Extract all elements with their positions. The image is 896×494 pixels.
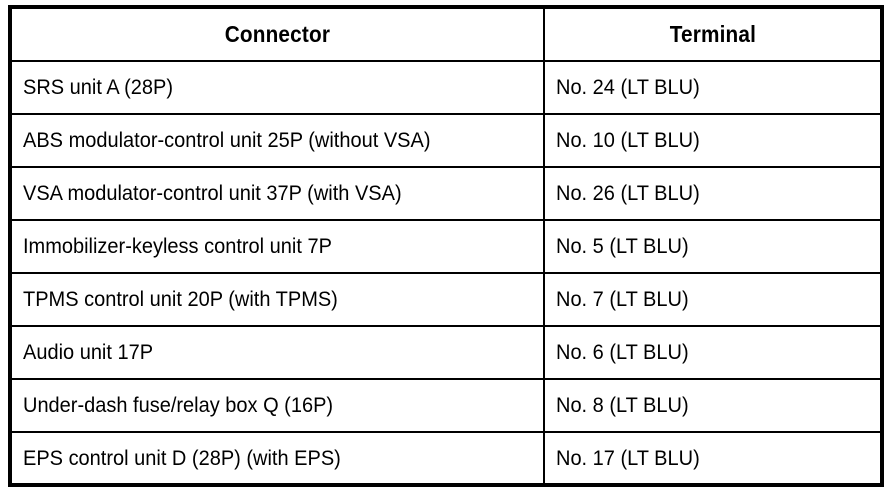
cell-terminal: No. 17 (LT BLU) xyxy=(543,431,883,486)
cell-terminal-text: No. 6 (LT BLU) xyxy=(556,340,689,364)
column-header-terminal: Terminal xyxy=(548,6,878,62)
column-header-connector-label: Connector xyxy=(224,21,331,47)
cell-connector: SRS unit A (28P) xyxy=(9,60,545,115)
table-body: SRS unit A (28P) No. 24 (LT BLU) ABS mod… xyxy=(9,60,883,486)
cell-connector: ABS modulator-control unit 25P (without … xyxy=(9,113,545,168)
cell-connector: Under-dash fuse/relay box Q (16P) xyxy=(9,378,545,433)
cell-terminal-text: No. 26 (LT BLU) xyxy=(556,181,700,205)
connector-terminal-table: Connector Terminal SRS unit A (28P) No. … xyxy=(8,5,884,487)
cell-terminal: No. 24 (LT BLU) xyxy=(543,60,883,115)
cell-terminal: No. 26 (LT BLU) xyxy=(543,166,883,221)
cell-terminal-text: No. 24 (LT BLU) xyxy=(556,75,700,99)
column-header-connector: Connector xyxy=(17,6,537,62)
cell-connector-text: ABS modulator-control unit 25P (without … xyxy=(23,128,431,152)
table-row: TPMS control unit 20P (with TPMS) No. 7 … xyxy=(9,272,883,327)
cell-connector-text: EPS control unit D (28P) (with EPS) xyxy=(23,445,341,470)
cell-terminal: No. 6 (LT BLU) xyxy=(543,325,883,380)
cell-terminal: No. 10 (LT BLU) xyxy=(543,113,883,168)
table-header: Connector Terminal xyxy=(10,6,882,62)
cell-terminal-text: No. 17 (LT BLU) xyxy=(556,445,700,470)
cell-connector-text: Audio unit 17P xyxy=(23,340,154,364)
connector-terminal-table-container: Connector Terminal SRS unit A (28P) No. … xyxy=(8,5,884,487)
cell-connector-text: TPMS control unit 20P (with TPMS) xyxy=(23,287,338,311)
cell-connector-text: VSA modulator-control unit 37P (with VSA… xyxy=(23,181,402,205)
cell-terminal: No. 8 (LT BLU) xyxy=(543,378,883,433)
table-row: VSA modulator-control unit 37P (with VSA… xyxy=(9,166,883,221)
cell-terminal-text: No. 10 (LT BLU) xyxy=(556,128,700,152)
table-row: ABS modulator-control unit 25P (without … xyxy=(9,113,883,168)
cell-terminal: No. 7 (LT BLU) xyxy=(543,272,883,327)
cell-connector: Audio unit 17P xyxy=(9,325,545,380)
table-row: SRS unit A (28P) No. 24 (LT BLU) xyxy=(9,60,883,115)
cell-connector-text: Immobilizer-keyless control unit 7P xyxy=(23,234,332,258)
table-row: Under-dash fuse/relay box Q (16P) No. 8 … xyxy=(9,378,883,433)
column-header-terminal-label: Terminal xyxy=(669,21,756,47)
cell-terminal-text: No. 5 (LT BLU) xyxy=(556,234,689,258)
cell-terminal: No. 5 (LT BLU) xyxy=(543,219,883,274)
table-row: EPS control unit D (28P) (with EPS) No. … xyxy=(9,431,883,486)
cell-connector-text: Under-dash fuse/relay box Q (16P) xyxy=(23,393,334,417)
table-header-row: Connector Terminal xyxy=(10,6,882,62)
table-row: Audio unit 17P No. 6 (LT BLU) xyxy=(9,325,883,380)
cell-terminal-text: No. 8 (LT BLU) xyxy=(556,393,689,417)
cell-connector: VSA modulator-control unit 37P (with VSA… xyxy=(9,166,545,221)
cell-connector: EPS control unit D (28P) (with EPS) xyxy=(9,431,545,486)
table-row: Immobilizer-keyless control unit 7P No. … xyxy=(9,219,883,274)
cell-terminal-text: No. 7 (LT BLU) xyxy=(556,287,689,311)
cell-connector-text: SRS unit A (28P) xyxy=(23,75,174,99)
cell-connector: Immobilizer-keyless control unit 7P xyxy=(9,219,545,274)
cell-connector: TPMS control unit 20P (with TPMS) xyxy=(9,272,545,327)
